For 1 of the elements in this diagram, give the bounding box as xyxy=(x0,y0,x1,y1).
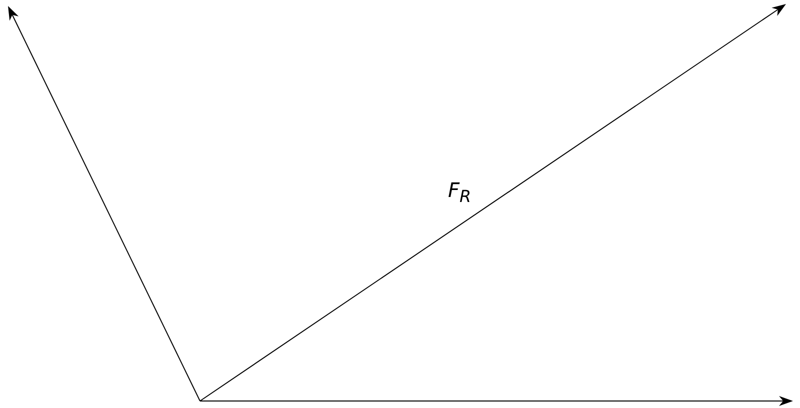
force-label: F$_{R}$ xyxy=(448,180,472,206)
